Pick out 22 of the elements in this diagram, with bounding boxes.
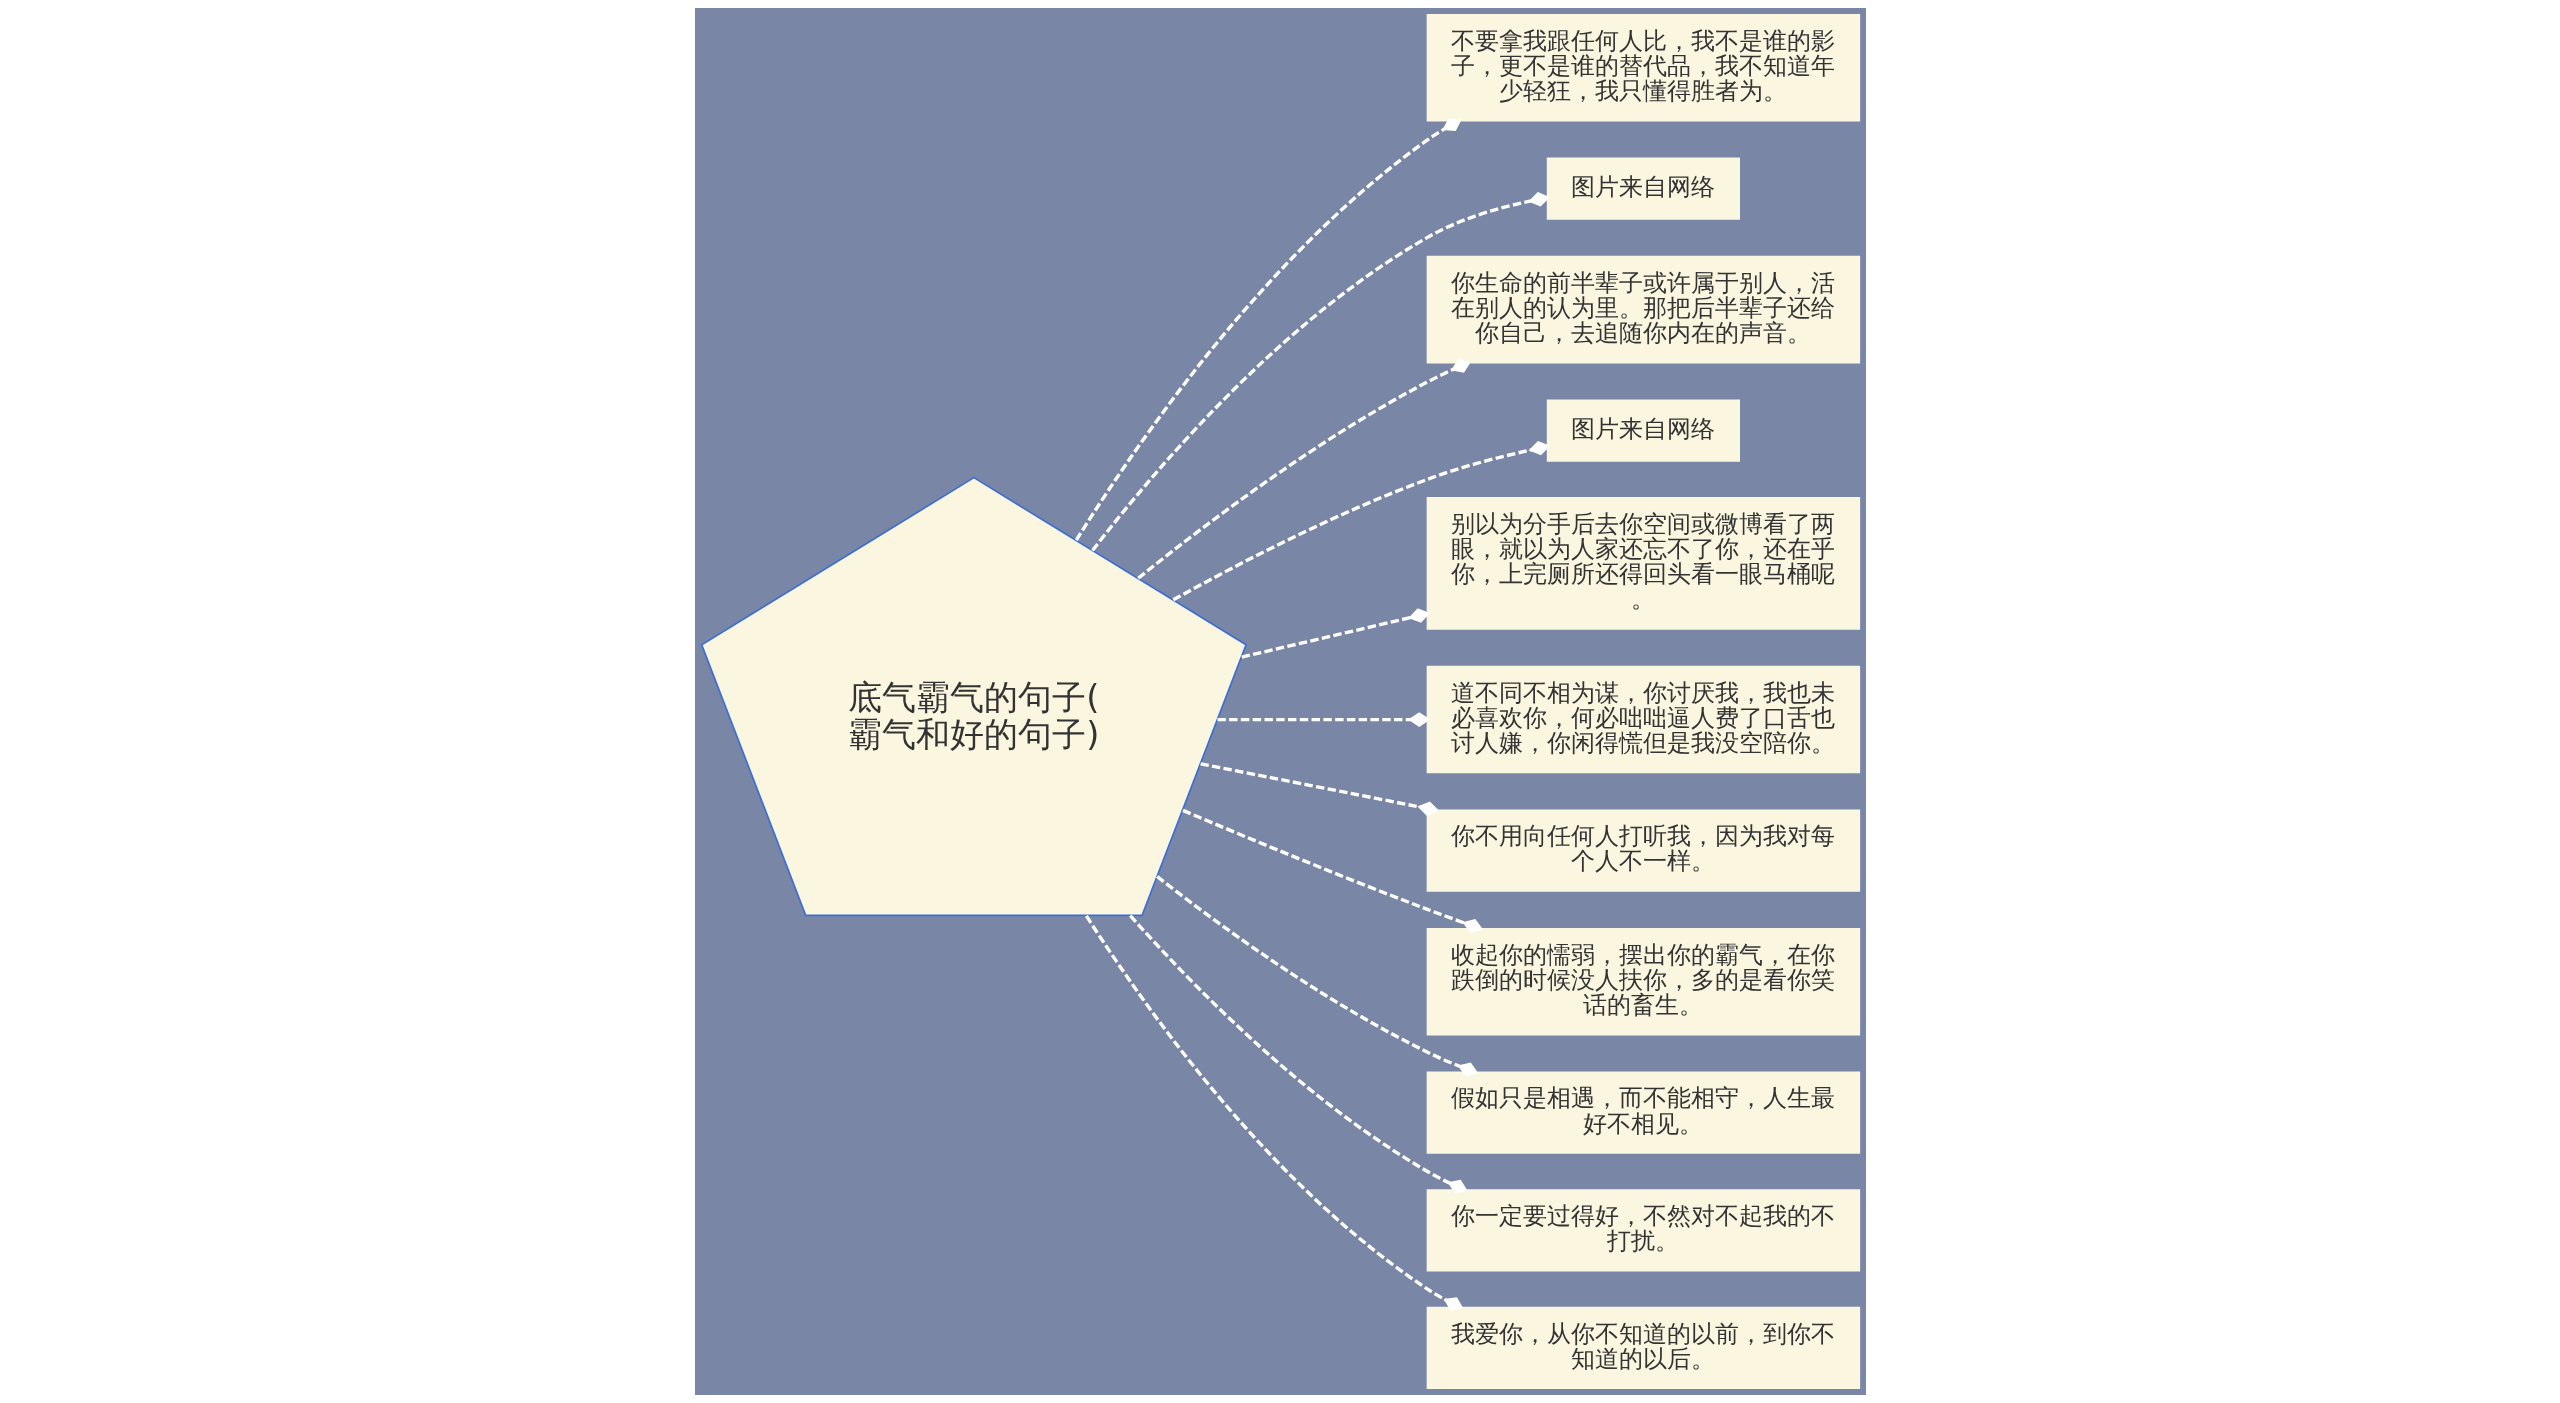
connector bbox=[1136, 359, 1471, 580]
node-box: 你不用向任何人打听我，因为我对每个人不一样。 bbox=[1426, 809, 1860, 892]
connector bbox=[1217, 712, 1430, 727]
node-box: 假如只是相遇，而不能相守，人生最好不相见。 bbox=[1426, 1071, 1860, 1154]
connector bbox=[1181, 808, 1483, 933]
connector bbox=[1172, 440, 1550, 602]
connector bbox=[1199, 762, 1439, 816]
node-box: 你一定要过得好，不然对不起我的不打扰。 bbox=[1426, 1189, 1860, 1272]
connector bbox=[1084, 915, 1464, 1311]
node-box: 图片来自网络 bbox=[1546, 399, 1740, 462]
node-box: 别以为分手后去你空间或微博看了两眼，就以为人家还忘不了你，还在乎你，上完厕所还得回头看一眼马桶呢。 bbox=[1426, 496, 1860, 630]
connector bbox=[1074, 118, 1462, 542]
node-box: 我爱你，从你不知道的以前，到你不知道的以后。 bbox=[1426, 1306, 1860, 1390]
node-box: 收起你的懦弱，摆出你的霸气，在你跌倒的时候没人扶你，多的是看你笑话的畜生。 bbox=[1426, 927, 1860, 1036]
node-box: 不要拿我跟任何人比，我不是谁的影子，更不是谁的替代品，我不知道年少轻狂，我只懂得胜者为。 bbox=[1426, 13, 1860, 122]
node-box: 道不同不相为谋，你讨厌我，我也未必喜欢你，何必咄咄逼人费了口舌也讨人嫌，你闲得慌但是我没空陪你。 bbox=[1426, 665, 1860, 774]
node-box: 图片来自网络 bbox=[1546, 157, 1740, 220]
node-box: 你生命的前半辈子或许属于别人，活在别人的认为里。那把后半辈子还给你自己，去追随你内在的声音。 bbox=[1426, 255, 1860, 364]
connector bbox=[1128, 914, 1468, 1194]
connector bbox=[1155, 875, 1479, 1077]
connector bbox=[1090, 192, 1550, 552]
connector bbox=[1240, 608, 1430, 659]
